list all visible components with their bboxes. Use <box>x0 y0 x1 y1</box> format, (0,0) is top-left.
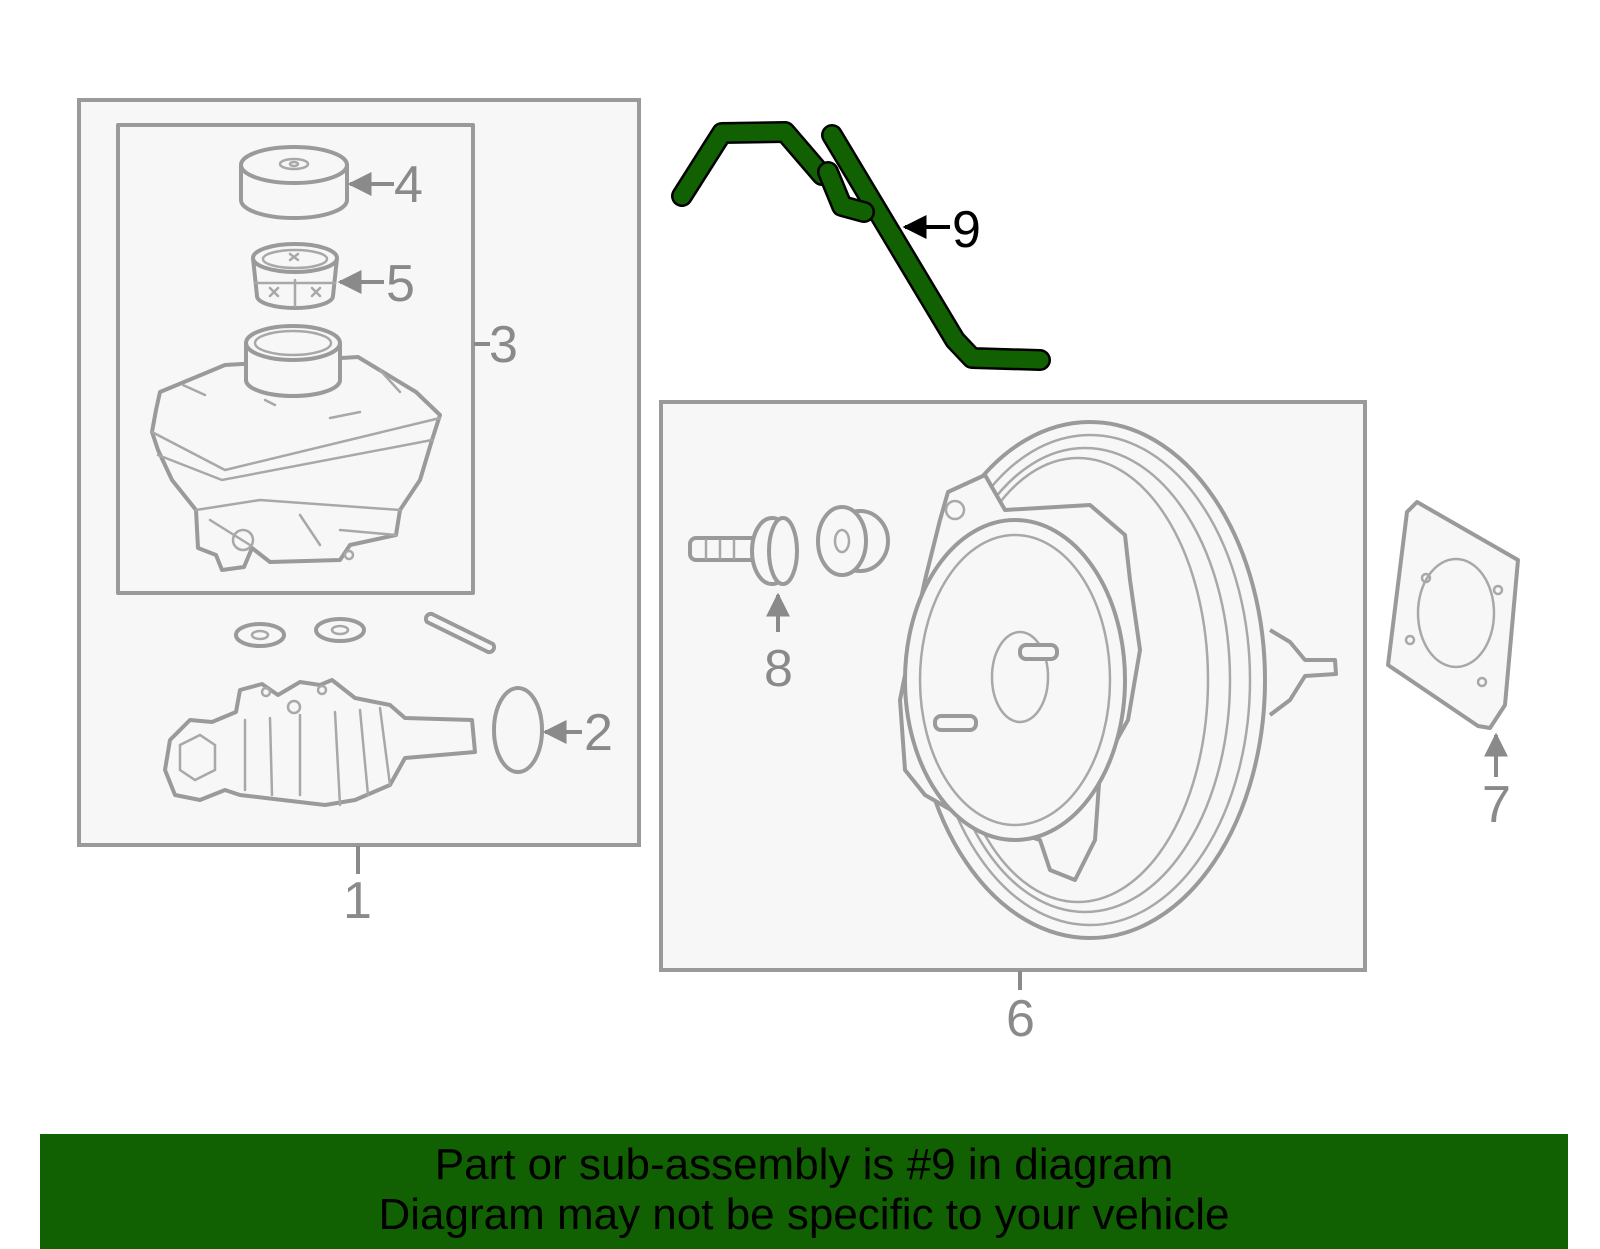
banner-line-2: Diagram may not be specific to your vehi… <box>378 1190 1230 1239</box>
callout-3: 3 <box>489 316 518 374</box>
part-8-check-valve[interactable] <box>688 516 799 586</box>
part-3-reservoir[interactable] <box>150 324 442 572</box>
callout-2: 2 <box>584 704 613 762</box>
part-2-o-ring[interactable] <box>492 686 544 774</box>
callout-4: 4 <box>394 156 423 214</box>
part-9-vacuum-hose[interactable] <box>671 121 1051 371</box>
seal-washers <box>234 611 497 655</box>
part-7-gasket[interactable] <box>1386 500 1520 730</box>
callout-8: 8 <box>764 640 793 698</box>
callout-1: 1 <box>343 872 372 930</box>
info-banner: Part or sub-assembly is #9 in diagram Di… <box>40 1134 1568 1249</box>
callout-6: 6 <box>1006 990 1035 1048</box>
callout-5: 5 <box>386 255 415 313</box>
part-4-cap[interactable] <box>239 145 349 220</box>
part-5-strainer[interactable] <box>251 242 339 310</box>
callout-7: 7 <box>1482 776 1511 834</box>
banner-line-1: Part or sub-assembly is #9 in diagram <box>434 1140 1174 1189</box>
callout-9: 9 <box>952 201 981 259</box>
part-1-master-cylinder[interactable] <box>163 678 477 807</box>
part-6-brake-booster[interactable] <box>898 420 1338 940</box>
grommet <box>816 505 890 577</box>
